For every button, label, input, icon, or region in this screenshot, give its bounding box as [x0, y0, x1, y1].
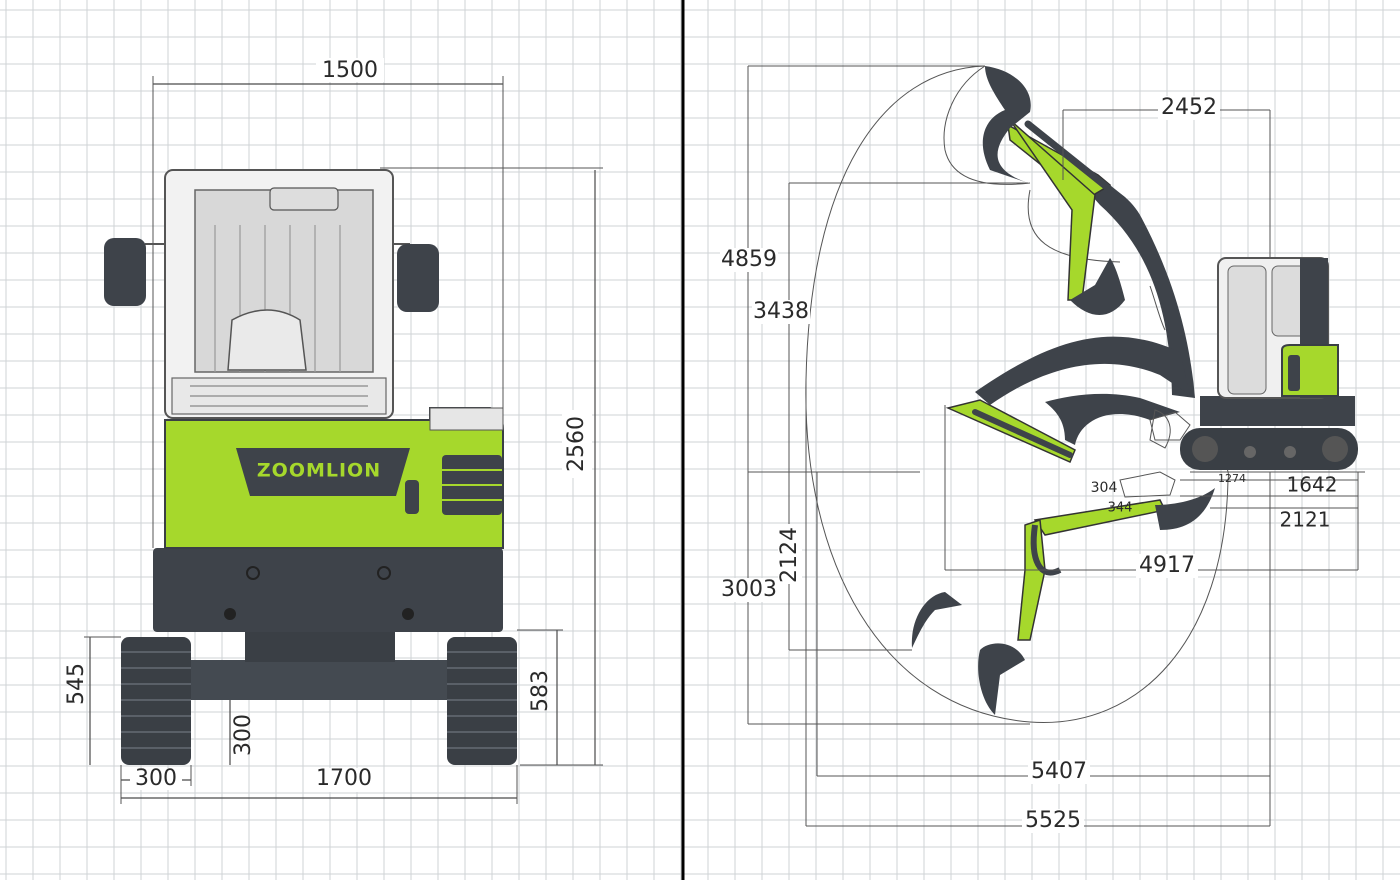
front-view: ZOOMLION — [64, 58, 603, 804]
dim-ground-clearance: 300 — [231, 714, 256, 756]
dim-blade-depth: 344 — [1108, 501, 1133, 516]
dim-front-radius: 2121 — [1280, 508, 1331, 532]
operator-seat — [227, 309, 307, 371]
dim-width-top: 1500 — [322, 58, 378, 83]
dim-min-swing-radius: 4917 — [1139, 553, 1195, 578]
dim-tail-radius: 1642 — [1287, 473, 1338, 497]
dim-track-height-right: 583 — [528, 670, 553, 712]
dim-max-reach-ground: 5407 — [1031, 759, 1087, 784]
dim-blade-height: 304 — [1091, 480, 1118, 496]
working-envelope — [805, 65, 1229, 723]
dim-height-total: 2560 — [564, 416, 589, 472]
logo-panel — [236, 448, 410, 496]
lower-body — [153, 548, 503, 632]
side-view: 4859 3438 3003 2124 2452 4917 1642 2121 … — [720, 65, 1365, 833]
dim-track-height-left: 545 — [64, 663, 89, 705]
dim-dump-radius: 2452 — [1161, 95, 1217, 120]
vent-grille — [442, 455, 502, 515]
dim-max-dig-height: 4859 — [721, 247, 777, 272]
dim-max-dig-depth: 3003 — [721, 577, 777, 602]
brand-logo: ZOOMLION — [257, 460, 381, 482]
side-track — [1180, 428, 1358, 470]
right-mirror — [393, 243, 439, 312]
dim-track-width: 300 — [135, 766, 177, 791]
dim-max-dump-height: 3438 — [753, 299, 809, 324]
boom-horizontal — [945, 336, 1190, 463]
swing-bearing — [245, 632, 395, 662]
left-track — [121, 637, 191, 765]
dim-track-gauge: 1700 — [316, 766, 372, 791]
right-track — [447, 637, 517, 765]
blade-sketch — [1119, 411, 1191, 498]
door-handle — [405, 480, 419, 514]
left-mirror — [104, 238, 165, 306]
side-upper-frame — [1200, 396, 1355, 426]
boom-digging — [911, 488, 1215, 715]
dim-max-reach: 5525 — [1025, 808, 1081, 833]
dim-vertical-wall-depth: 2124 — [777, 527, 802, 583]
envelope-inner-arc — [943, 65, 1031, 185]
cab — [164, 169, 394, 419]
undercarriage — [191, 660, 447, 700]
dim-small-label: 1274 — [1218, 472, 1246, 485]
